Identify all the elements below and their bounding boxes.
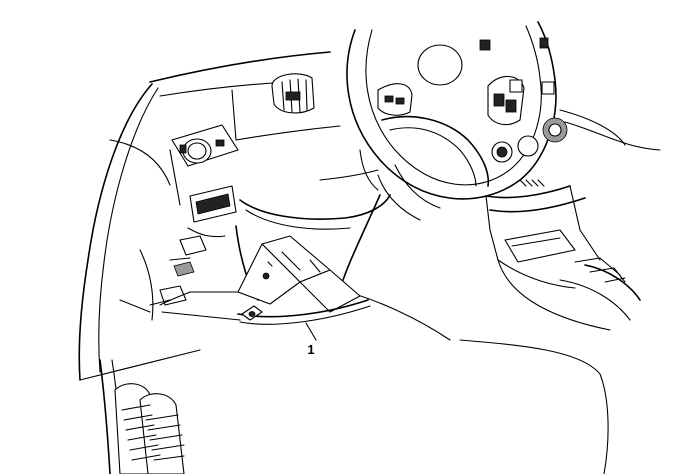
guide-lines: [159, 291, 241, 321]
floor-trim: [79, 339, 609, 474]
component-bracket: [237, 235, 371, 325]
callout-label: 1: [307, 342, 314, 357]
upper-dashboard: [149, 51, 391, 230]
a-pillar: [78, 83, 171, 381]
left-vent: [189, 185, 237, 223]
center-console: [485, 109, 661, 331]
lower-left-panel: [119, 227, 226, 321]
upper-control-knob: [271, 73, 315, 114]
steering-column: [359, 149, 441, 221]
callout-leader-line: [305, 322, 317, 341]
steering-wheel: [346, 21, 557, 200]
callout-1: 1: [305, 322, 317, 357]
pedals: [99, 359, 185, 474]
headlamp-switch: [171, 124, 239, 167]
